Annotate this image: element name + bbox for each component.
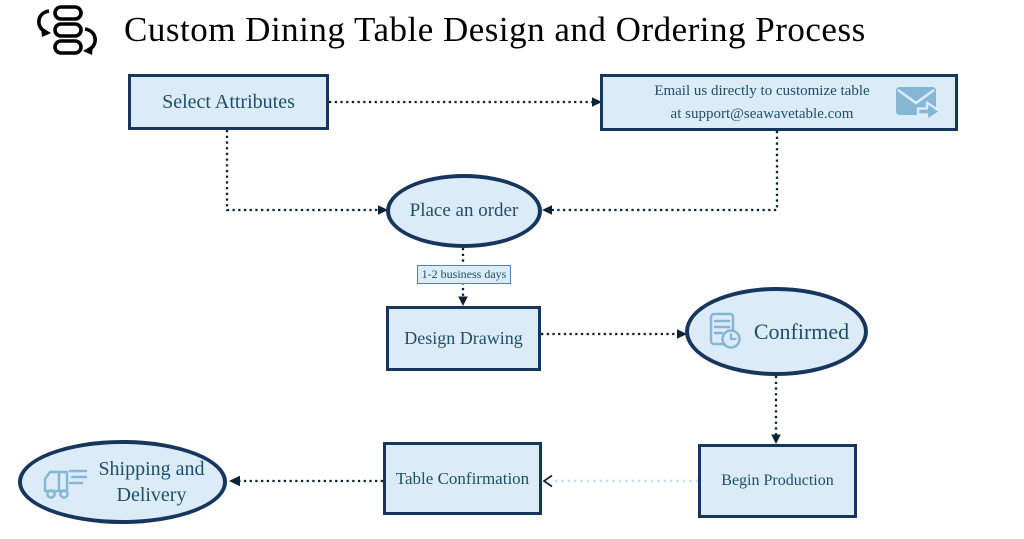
edge-label-business-days: 1-2 business days — [417, 265, 511, 284]
edge-confirmed-to-production — [771, 376, 781, 444]
edge-design-to-confirmed — [541, 329, 687, 339]
node-label: Email us directly to customize table at … — [629, 80, 895, 125]
edge-production-to-tableconfirmation — [542, 474, 698, 488]
node-begin-production: Begin Production — [698, 444, 857, 518]
email-line-2: at support@seawavetable.com — [670, 105, 854, 122]
node-label: Begin Production — [721, 472, 834, 489]
node-label: Select Attributes — [162, 90, 295, 113]
page-title: Custom Dining Table Design and Ordering … — [124, 10, 866, 49]
node-label: Design Drawing — [404, 328, 523, 348]
edge-email-to-order — [542, 131, 779, 215]
process-flow-icon — [37, 5, 97, 55]
delivery-truck-icon — [44, 469, 88, 499]
node-confirmed: Confirmed — [685, 287, 868, 376]
node-select-attributes: Select Attributes — [128, 74, 329, 130]
node-label: Place an order — [409, 200, 519, 221]
node-email-contact: Email us directly to customize table at … — [600, 74, 958, 131]
edge-select-to-email — [329, 97, 602, 107]
email-line-1: Email us directly to customize table — [654, 83, 870, 99]
node-label: Table Confirmation — [395, 468, 530, 488]
shipping-line-2: Delivery — [116, 484, 187, 506]
document-clock-icon — [709, 312, 741, 349]
edge-select-to-order — [225, 130, 388, 215]
node-shipping-delivery: Shipping and Delivery — [18, 440, 227, 524]
shipping-line-1: Shipping and — [98, 458, 205, 480]
page-header: Custom Dining Table Design and Ordering … — [30, 4, 866, 56]
node-label: Shipping and Delivery — [98, 456, 204, 508]
node-place-order: Place an order — [386, 174, 542, 248]
node-design-drawing: Design Drawing — [386, 306, 541, 371]
node-label: Confirmed — [753, 318, 850, 344]
email-forward-icon — [896, 86, 941, 122]
node-table-confirmation: Table Confirmation — [383, 442, 542, 515]
edge-tableconfirmation-to-shipping — [229, 475, 383, 487]
